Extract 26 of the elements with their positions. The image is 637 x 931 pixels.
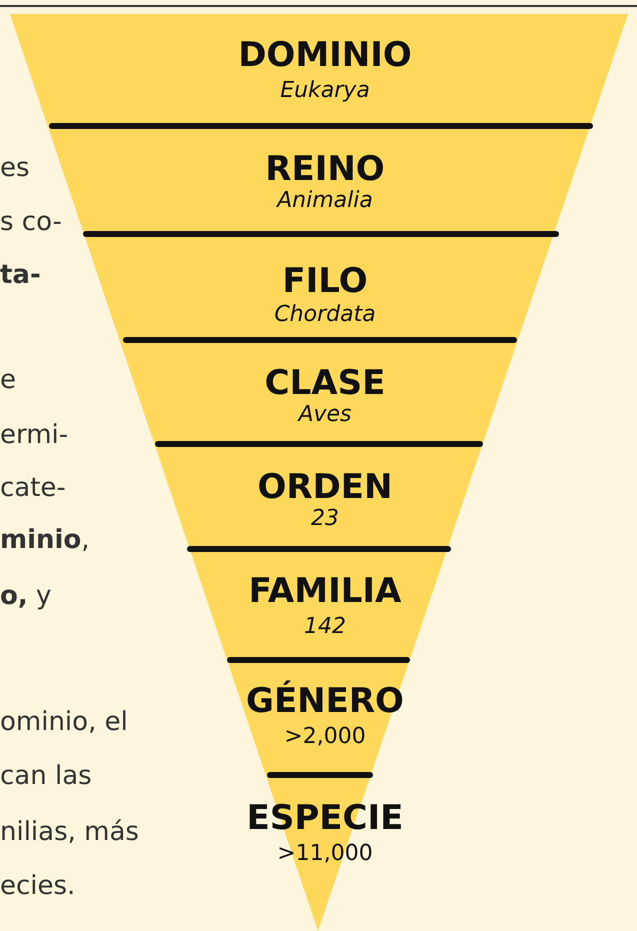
rank-example: Aves — [298, 402, 352, 428]
rank-name: ORDEN — [258, 468, 392, 506]
rank-example: Animalia — [277, 188, 373, 214]
text-fragment: es — [0, 152, 30, 184]
rank-name: FAMILIA — [248, 572, 402, 610]
rank-name: REINO — [265, 150, 385, 188]
text-fragment: ermi- — [0, 419, 68, 451]
text-fragment: cate- — [0, 472, 66, 504]
rank-name: FILO — [282, 262, 368, 300]
rank-name: ESPECIE — [246, 799, 404, 837]
rank-example: >2,000 — [284, 724, 366, 750]
text-fragment: nilias, más — [0, 816, 139, 848]
rank-example: Chordata — [274, 302, 376, 328]
rank-example: 142 — [304, 614, 346, 640]
text-fragment: e — [0, 364, 16, 396]
text-fragment: ta- — [0, 259, 41, 291]
rank-name: DOMINIO — [238, 36, 412, 74]
text-fragment: ominio, el — [0, 706, 128, 738]
text-fragment: can las — [0, 760, 92, 792]
text-fragment: s co- — [0, 206, 62, 238]
text-fragment: o, y — [0, 580, 52, 612]
rank-example: 23 — [311, 506, 339, 532]
text-fragment: minio, — [0, 524, 90, 556]
rank-example: Eukarya — [280, 78, 370, 104]
text-fragment: ecies. — [0, 870, 76, 902]
rank-name: CLASE — [264, 364, 386, 402]
